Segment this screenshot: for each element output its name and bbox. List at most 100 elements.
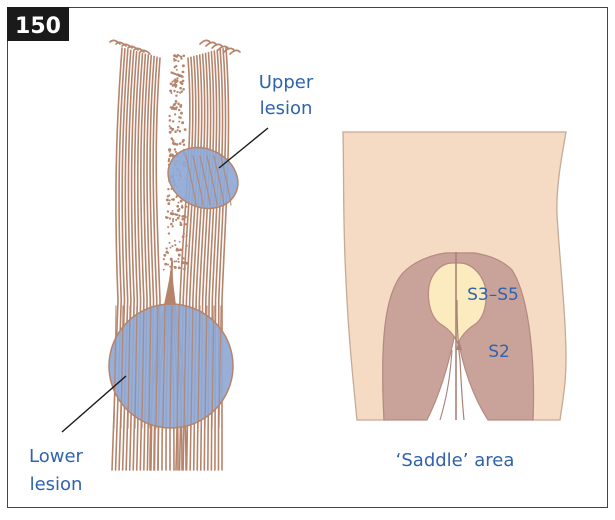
- lower-lesion-label-line1: Lower: [29, 446, 84, 467]
- stipple-dot: [179, 248, 182, 251]
- stipple-dot: [172, 198, 175, 201]
- stipple-dot: [175, 94, 177, 96]
- saddle-body-diagram: [343, 132, 566, 420]
- stipple-dot: [172, 218, 174, 220]
- stipple-dot: [178, 121, 180, 123]
- stipple-dot: [174, 113, 176, 115]
- stipple-dot: [167, 226, 169, 228]
- stipple-dot: [182, 71, 184, 73]
- stipple-dot: [169, 119, 172, 122]
- stipple-dot: [170, 247, 172, 249]
- stipple-dot: [170, 258, 173, 261]
- stipple-dot: [177, 102, 180, 105]
- stipple-dot: [163, 269, 165, 271]
- stipple-dot: [177, 209, 180, 212]
- stipple-dot: [177, 126, 179, 128]
- stipple-dot: [171, 81, 173, 83]
- stipple-dot: [167, 202, 170, 205]
- stipple-dot: [176, 77, 178, 79]
- stipple-dot: [168, 148, 171, 151]
- stipple-dot: [178, 261, 180, 263]
- stipple-dot: [179, 267, 181, 269]
- stipple-dot: [181, 218, 184, 221]
- stipple-dot: [184, 215, 187, 218]
- stipple-dot: [174, 130, 177, 133]
- stipple-dot: [182, 261, 185, 264]
- stipple-dot: [169, 90, 172, 93]
- s2-label: S2: [488, 342, 510, 362]
- stipple-dot: [179, 241, 181, 243]
- stipple-dot: [180, 112, 183, 115]
- stipple-dot: [184, 128, 187, 131]
- stipple-dot: [174, 84, 177, 87]
- stipple-dot: [169, 217, 171, 219]
- stipple-dot: [174, 266, 177, 269]
- stipple-dot: [172, 120, 174, 122]
- stipple-dot: [174, 82, 176, 84]
- stipple-dot: [171, 245, 173, 247]
- stipple-dot: [172, 220, 174, 222]
- stipple-dot: [174, 143, 177, 146]
- stipple-dot: [177, 217, 180, 220]
- stipple-dot: [182, 88, 185, 91]
- stipple-dot: [183, 55, 186, 58]
- figure-number-badge: 150: [7, 7, 69, 41]
- stipple-dot: [172, 210, 174, 212]
- upper-lesion-label-line2: lesion: [260, 98, 313, 119]
- stipple-dot: [176, 55, 178, 57]
- stipple-dot: [167, 217, 169, 219]
- stipple-dot: [174, 80, 176, 82]
- stipple-dot: [167, 188, 169, 190]
- stipple-dot: [181, 121, 184, 124]
- stipple-dot: [168, 158, 170, 160]
- stipple-dot: [166, 251, 169, 254]
- stipple-dot: [176, 214, 178, 216]
- stipple-dot: [182, 141, 184, 143]
- nerve-root: [230, 50, 240, 54]
- stipple-dot: [167, 210, 169, 212]
- spinal-nerve-diagram: [62, 40, 268, 470]
- stipple-dot: [167, 264, 169, 266]
- stipple-dot: [173, 260, 175, 262]
- stipple-dot: [170, 82, 173, 85]
- stipple-dot: [169, 242, 171, 244]
- stipple-dot: [176, 205, 179, 208]
- stipple-dot: [176, 91, 178, 93]
- stipple-dot: [172, 139, 175, 142]
- stipple-dot: [178, 254, 181, 257]
- stipple-dot: [168, 232, 170, 234]
- stipple-dot: [173, 54, 176, 57]
- stipple-dot: [166, 198, 169, 201]
- stipple-dot: [171, 108, 173, 110]
- stipple-dot: [181, 57, 183, 59]
- stipple-dot: [182, 80, 185, 83]
- stipple-dot: [173, 107, 176, 110]
- stipple-dot: [186, 206, 188, 208]
- stipple-dot: [179, 142, 182, 145]
- stipple-dot: [169, 127, 172, 130]
- lower-lesion-label-line2: lesion: [30, 474, 83, 495]
- stipple-dot: [175, 219, 177, 221]
- s3-s5-label: S3–S5: [467, 285, 519, 305]
- stipple-dot: [173, 104, 175, 106]
- stipple-dot: [178, 109, 180, 111]
- stipple-dot: [172, 85, 174, 87]
- stipple-dot: [180, 105, 183, 108]
- stipple-dot: [179, 87, 182, 90]
- upper-lesion-leader-line: [219, 128, 268, 168]
- stipple-dot: [177, 258, 179, 260]
- stipple-dot: [177, 129, 179, 131]
- stipple-dot: [185, 245, 187, 247]
- stipple-dot: [176, 69, 178, 71]
- stipple-dot: [182, 76, 184, 78]
- stipple-dot: [179, 130, 182, 133]
- stipple-dot: [182, 257, 184, 259]
- upper-lesion-label-line1: Upper: [259, 72, 314, 93]
- figure-number: 150: [15, 14, 61, 39]
- stipple-dot: [182, 64, 185, 67]
- stipple-dot: [164, 263, 167, 266]
- stipple-dot: [178, 214, 180, 216]
- stipple-dot: [179, 92, 181, 94]
- stipple-dot: [186, 223, 188, 225]
- stipple-dot: [169, 199, 171, 201]
